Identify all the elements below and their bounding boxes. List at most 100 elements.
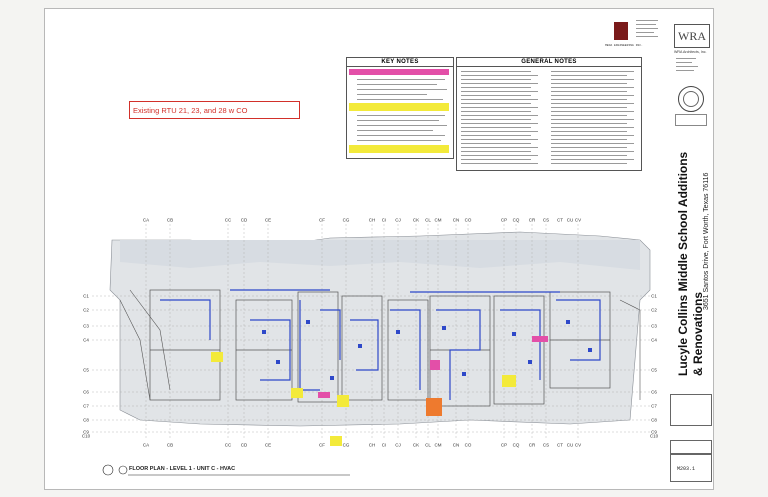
grid-label-top: CN bbox=[452, 217, 460, 223]
grid-label-top: CK bbox=[412, 217, 420, 223]
grid-label-bottom: CR bbox=[528, 442, 536, 448]
general-notes-list bbox=[457, 67, 641, 167]
seal-date-stamp bbox=[675, 114, 707, 126]
grid-label-top: CT bbox=[557, 217, 563, 223]
grid-label-bottom: CB bbox=[166, 442, 174, 448]
key-note-highlight-yellow-2 bbox=[349, 145, 449, 153]
key-notes-title: KEY NOTES bbox=[347, 58, 453, 67]
highlight-magenta-1 bbox=[318, 392, 330, 398]
grid-label-bottom: CH bbox=[368, 442, 376, 448]
grid-label-top: CM bbox=[434, 217, 442, 223]
engineer-logo bbox=[614, 22, 628, 40]
grid-label-bottom: CC bbox=[224, 442, 232, 448]
grid-label-right: C10 bbox=[649, 433, 659, 439]
grid-label-top: CS bbox=[542, 217, 550, 223]
grid-label-left: C2 bbox=[83, 307, 89, 313]
grid-label-top: CQ bbox=[512, 217, 520, 223]
highlight-orange bbox=[426, 398, 442, 416]
architect-logo: WRA bbox=[674, 24, 710, 48]
grid-label-top: CU bbox=[566, 217, 574, 223]
grid-label-bottom: CT bbox=[557, 442, 563, 448]
grid-label-top: CP bbox=[500, 217, 508, 223]
grid-label-bottom: CF bbox=[319, 442, 325, 448]
grid-label-top: CV bbox=[574, 217, 582, 223]
plan-title-marker bbox=[118, 465, 128, 475]
north-arrow bbox=[102, 464, 114, 476]
grid-label-bottom: CP bbox=[500, 442, 508, 448]
grid-label-right: C1 bbox=[651, 293, 657, 299]
grid-label-right: C7 bbox=[651, 403, 657, 409]
grid-label-top: CF bbox=[319, 217, 325, 223]
grid-label-top: CE bbox=[264, 217, 272, 223]
highlight-magenta-2 bbox=[430, 360, 440, 370]
grid-label-bottom: CO bbox=[464, 442, 472, 448]
key-note-highlight-yellow bbox=[349, 103, 449, 111]
hvac-diffusers bbox=[262, 320, 592, 380]
grid-label-top: CO bbox=[464, 217, 472, 223]
grid-label-left: C3 bbox=[83, 323, 89, 329]
highlight-yellow-1 bbox=[211, 352, 223, 362]
grid-label-right: C4 bbox=[651, 337, 657, 343]
highlight-yellow-5 bbox=[330, 436, 342, 446]
grid-label-right: C8 bbox=[651, 417, 657, 423]
grid-label-right: C6 bbox=[651, 389, 657, 395]
highlight-yellow-3 bbox=[337, 395, 349, 407]
architect-info bbox=[676, 58, 702, 76]
grid-label-left: C5 bbox=[83, 367, 89, 373]
highlight-yellow-2 bbox=[291, 388, 303, 398]
grid-label-top: CI bbox=[381, 217, 387, 223]
grid-label-top: CJ bbox=[395, 217, 401, 223]
grid-label-top: CB bbox=[166, 217, 174, 223]
plan-title: FLOOR PLAN - LEVEL 1 - UNIT C - HVAC bbox=[129, 466, 236, 472]
revision-table bbox=[670, 394, 712, 426]
general-notes-title: GENERAL NOTES bbox=[457, 58, 641, 67]
grid-label-bottom: CG bbox=[342, 442, 350, 448]
rtu-callout: Existing RTU 21, 23, and 28 w CO bbox=[129, 101, 300, 119]
grid-label-top: CG bbox=[342, 217, 350, 223]
grid-label-top: CR bbox=[528, 217, 536, 223]
grid-label-top: CH bbox=[368, 217, 376, 223]
grid-label-bottom: CM bbox=[434, 442, 442, 448]
grid-label-bottom: CU bbox=[566, 442, 574, 448]
drawing-number: M203.1 bbox=[677, 466, 696, 472]
grid-label-left: C9 bbox=[83, 429, 89, 435]
key-notes-panel: KEY NOTES bbox=[346, 57, 454, 159]
west-wing-walls bbox=[119, 289, 641, 401]
grid-label-left: C10 bbox=[81, 433, 91, 439]
grid-label-right: C3 bbox=[651, 323, 657, 329]
general-notes-panel: GENERAL NOTES bbox=[456, 57, 642, 171]
sheet-title-block: M203.1 bbox=[670, 454, 712, 482]
upper-hatched-zone bbox=[120, 240, 640, 270]
grid-label-left: C7 bbox=[83, 403, 89, 409]
highlight-magenta-3 bbox=[532, 336, 548, 342]
grid-label-bottom: CI bbox=[381, 442, 387, 448]
grid-label-bottom: CN bbox=[452, 442, 460, 448]
grid-label-bottom: CA bbox=[142, 442, 150, 448]
highlight-yellow-4 bbox=[502, 375, 516, 387]
grid-label-left: C8 bbox=[83, 417, 89, 423]
grid-label-right: C9 bbox=[651, 429, 657, 435]
key-notes-list bbox=[347, 67, 453, 155]
grid-label-right: C5 bbox=[651, 367, 657, 373]
grid-label-bottom: CL bbox=[425, 442, 431, 448]
sheet-info-table bbox=[670, 440, 712, 454]
professional-seal bbox=[678, 86, 704, 112]
grid-label-left: C6 bbox=[83, 389, 89, 395]
grid-label-left: C4 bbox=[83, 337, 89, 343]
grid-label-bottom: CK bbox=[412, 442, 420, 448]
grid-label-left: C1 bbox=[83, 293, 89, 299]
grid-label-bottom: CS bbox=[542, 442, 550, 448]
grid-label-bottom: CE bbox=[264, 442, 272, 448]
architect-name: WRA Architects, Inc. bbox=[674, 50, 707, 54]
engineer-name: MEDA ENGINEERING INC. bbox=[605, 44, 643, 47]
grid-label-bottom: CV bbox=[574, 442, 582, 448]
grid-label-top: CA bbox=[142, 217, 150, 223]
grid-label-bottom: CQ bbox=[512, 442, 520, 448]
grid-label-right: C2 bbox=[651, 307, 657, 313]
grid-label-top: CC bbox=[224, 217, 232, 223]
grid-label-top: CD bbox=[240, 217, 248, 223]
grid-lines bbox=[92, 224, 650, 440]
grid-label-bottom: CD bbox=[240, 442, 248, 448]
key-note-highlight-magenta bbox=[349, 69, 449, 75]
